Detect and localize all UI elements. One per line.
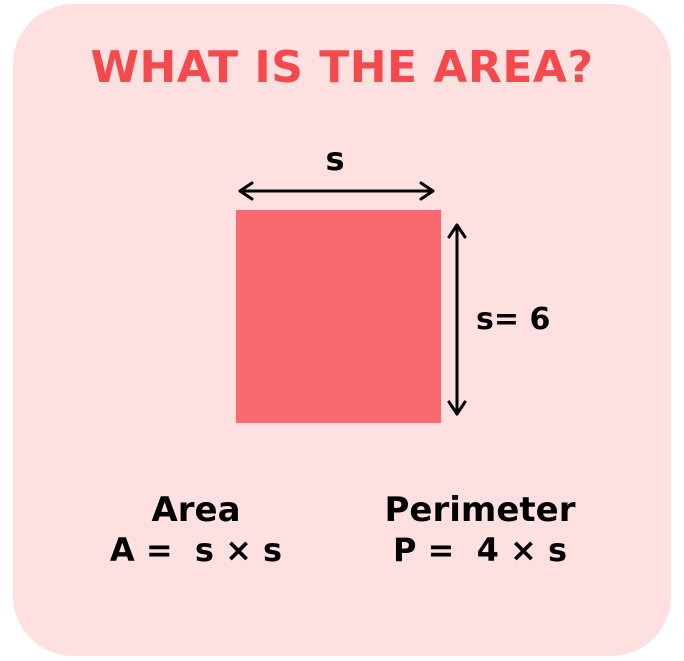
area-formula-expression: A = s × s <box>109 531 283 569</box>
square-shape <box>236 210 441 423</box>
perimeter-formula-name: Perimeter <box>384 490 576 530</box>
side-height-arrow <box>447 223 467 416</box>
side-length-label-right: s= 6 <box>476 302 551 337</box>
top-width-arrow <box>238 181 435 201</box>
perimeter-formula-expression: P = 4 × s <box>392 531 568 569</box>
page-title: WHAT IS THE AREA? <box>90 42 594 93</box>
perimeter-formula: Perimeter P = 4 × s <box>370 490 590 570</box>
area-formula-name: Area <box>151 490 241 530</box>
side-length-label-top: s <box>325 140 345 178</box>
area-formula: Area A = s × s <box>96 490 296 570</box>
